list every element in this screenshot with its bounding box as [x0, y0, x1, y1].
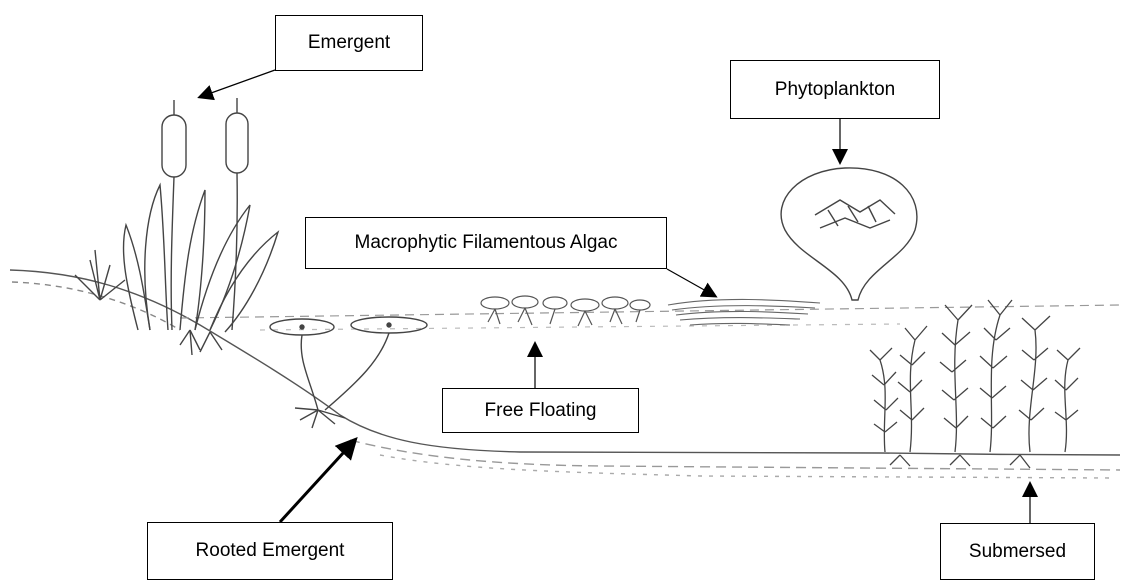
water-surface	[180, 305, 1120, 330]
submersed-label: Submersed	[940, 523, 1095, 580]
free-floating-label: Free Floating	[442, 388, 639, 433]
phytoplankton-bubble	[781, 168, 917, 300]
emergent-cattails	[75, 98, 278, 355]
filamentous-algae	[668, 299, 820, 325]
phytoplankton-label: Phytoplankton	[730, 60, 940, 119]
free-floating-plants	[481, 296, 650, 326]
emergent-label: Emergent	[275, 15, 423, 71]
pond-bottom	[10, 270, 1120, 478]
arrow-rooted-emergent	[280, 440, 355, 522]
arrow-emergent	[200, 70, 275, 97]
rooted-emergent-plants	[270, 317, 427, 428]
arrow-macrophytic	[667, 269, 715, 296]
macrophytic-algae-label: Macrophytic Filamentous Algac	[305, 217, 667, 269]
rooted-emergent-label: Rooted Emergent	[147, 522, 393, 580]
submersed-plants	[870, 300, 1080, 468]
